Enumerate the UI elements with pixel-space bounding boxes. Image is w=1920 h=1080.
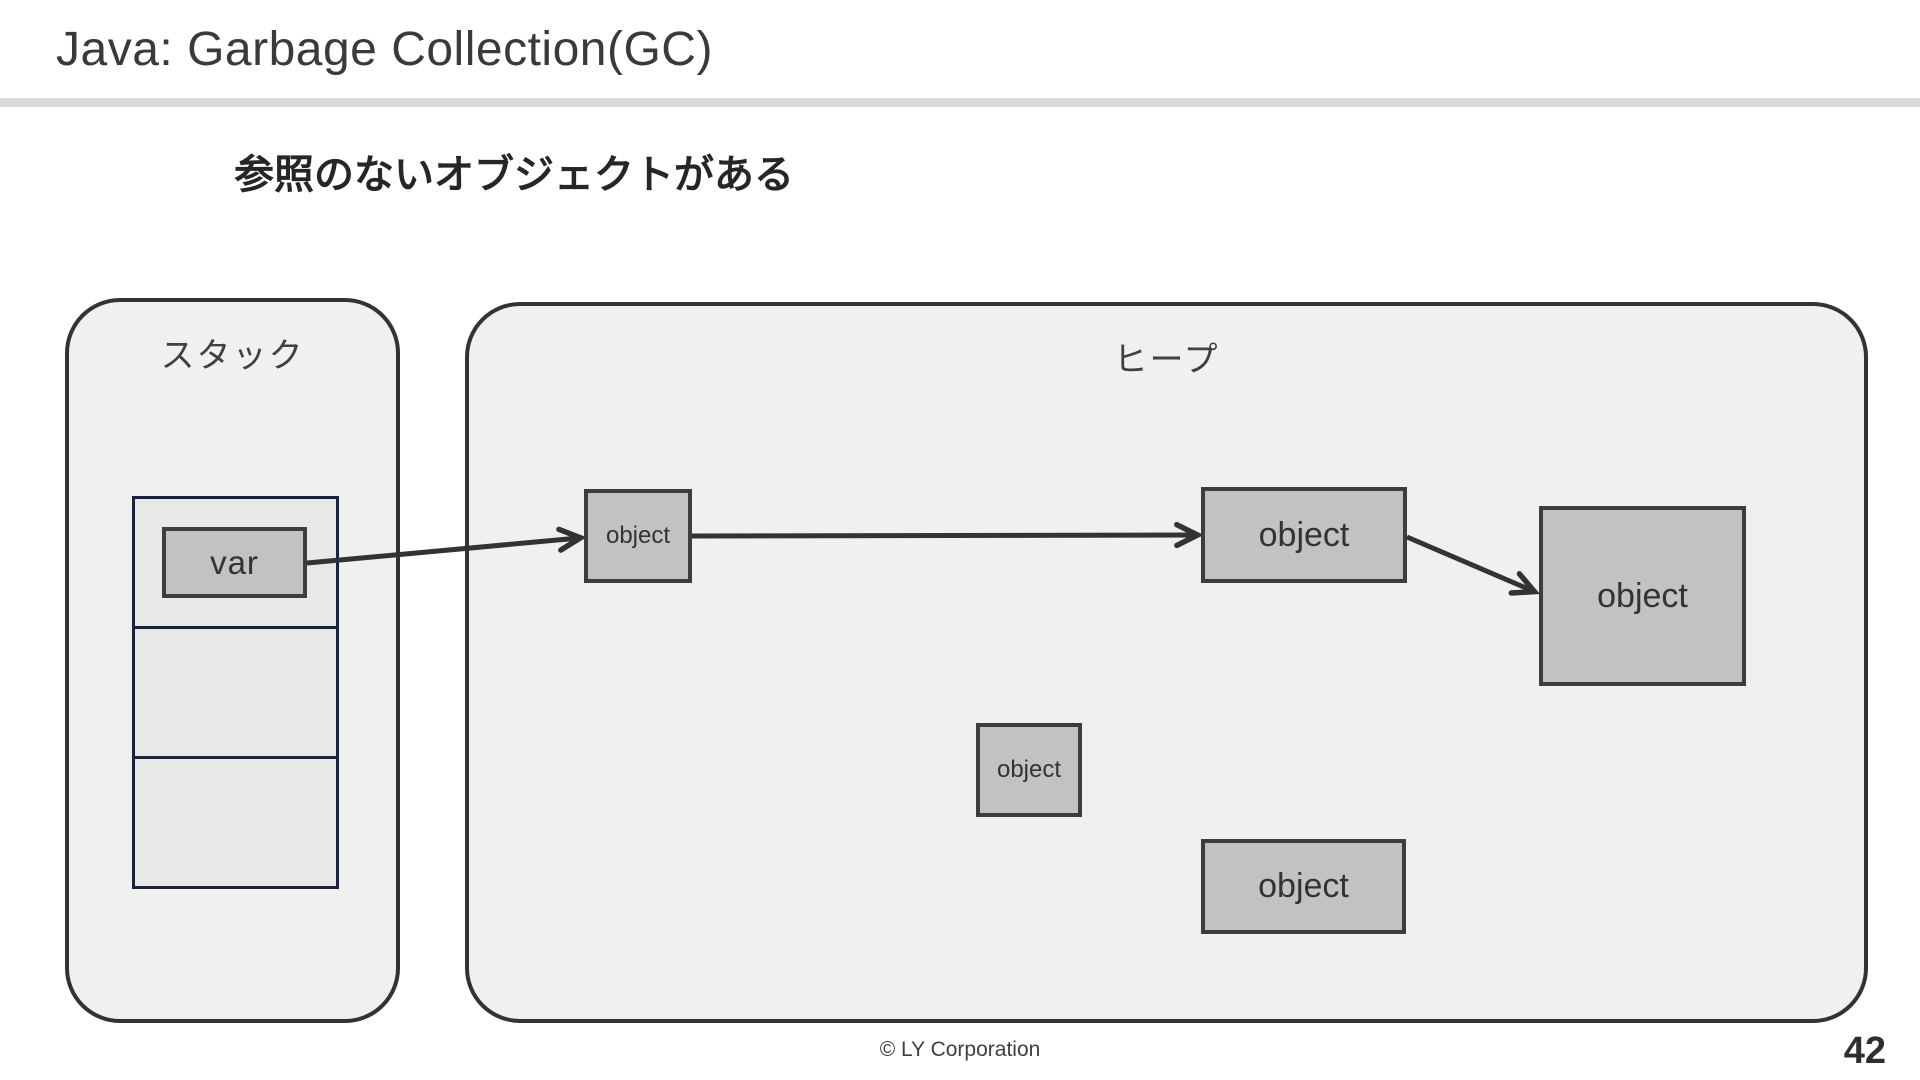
title-divider <box>0 98 1920 107</box>
heap-object-label: object <box>605 522 671 549</box>
footer-copyright: © LY Corporation <box>879 1038 1041 1061</box>
heap-container: ヒープ object object object object object <box>465 302 1868 1023</box>
heap-object-node-5-unreferenced: object <box>1201 839 1406 934</box>
heap-object-node-2: object <box>1201 487 1407 583</box>
slide-title: Java: Garbage Collection(GC) <box>56 23 713 76</box>
stack-container: スタック var <box>65 298 400 1023</box>
heap-object-label: object <box>1258 867 1349 905</box>
page-number: 42 <box>1843 1030 1886 1072</box>
heap-label: ヒープ <box>1113 341 1220 379</box>
stack-frame-cell-empty-2 <box>135 756 336 886</box>
heap-object-node-3: object <box>1539 506 1746 686</box>
var-node-label: var <box>210 543 259 581</box>
stack-frame-cell-empty-1 <box>135 626 336 756</box>
heap-object-node-4-unreferenced: object <box>976 723 1082 817</box>
heap-object-node-1: object <box>584 489 692 583</box>
slide-subtitle: 参照のないオブジェクトがある <box>234 153 794 197</box>
var-node: var <box>162 527 307 598</box>
heap-object-label: object <box>996 756 1062 783</box>
stack-label: スタック <box>160 337 305 375</box>
heap-object-label: object <box>1597 576 1688 615</box>
heap-object-label: object <box>1258 515 1350 554</box>
